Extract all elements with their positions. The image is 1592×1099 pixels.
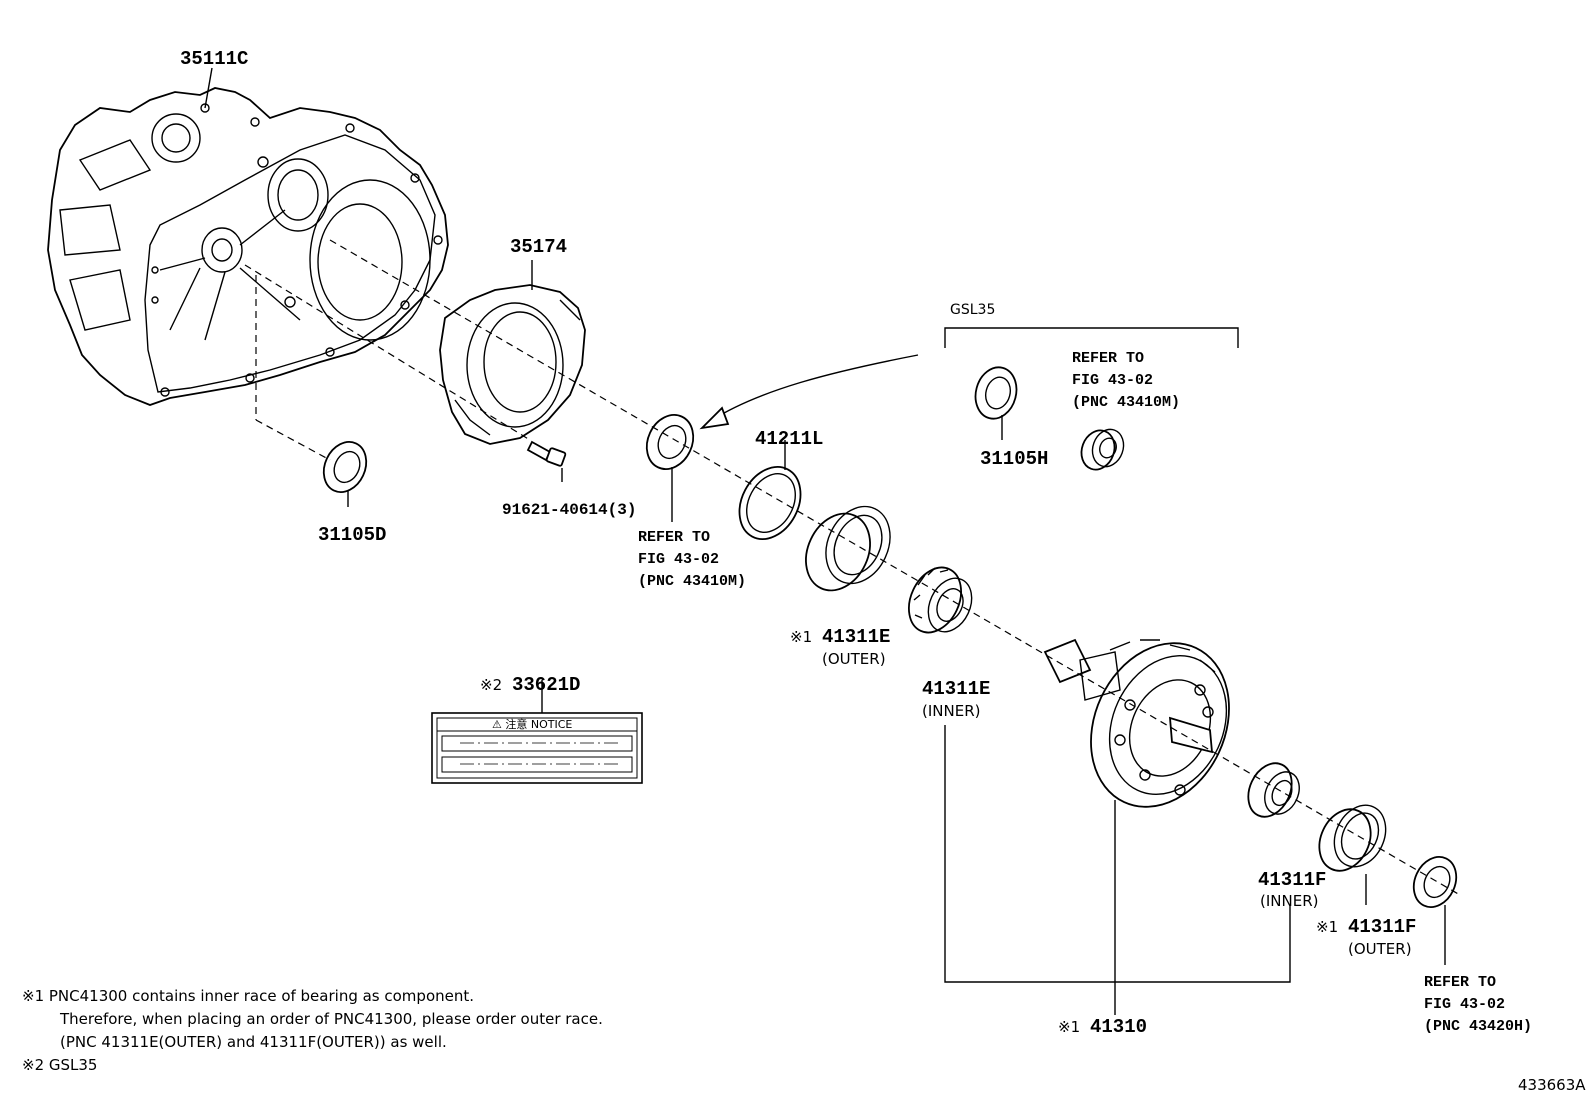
label-35111c[interactable]: 35111C — [180, 48, 248, 70]
transaxle-case-illustration — [47, 87, 449, 406]
label-33621d[interactable]: 33621D — [512, 674, 580, 696]
label-41311f-inner[interactable]: 41311F — [1258, 869, 1326, 891]
mark-1-41310: ※1 — [1058, 1018, 1080, 1036]
refer-line-3: (PNC 43410M) — [638, 573, 746, 590]
refer-line-1: REFER TO — [1072, 350, 1144, 367]
label-41211l[interactable]: 41211L — [755, 428, 823, 450]
label-31105h[interactable]: 31105H — [980, 448, 1048, 470]
mark-1-41311e-outer: ※1 — [790, 628, 812, 646]
oil-seal-31105h-illustration — [974, 366, 1018, 420]
bearing-gsl35-illustration — [1080, 428, 1125, 471]
notice-text: ⚠ 注意 NOTICE — [492, 717, 572, 731]
shim-41211l-illustration — [738, 466, 802, 540]
refer-to-center[interactable]: REFER TO FIG 43-02 (PNC 43410M) — [638, 529, 746, 590]
mark-2-33621d: ※2 — [480, 676, 502, 694]
caution-label-illustration — [431, 712, 643, 784]
refer-to-gsl35[interactable]: REFER TO FIG 43-02 (PNC 43410M) — [1072, 350, 1180, 411]
oil-seal-right-illustration — [1412, 856, 1458, 908]
label-31105d[interactable]: 31105D — [318, 524, 386, 546]
bearing-race-41311e-outer-illustration — [805, 505, 891, 592]
refer-line-2: FIG 43-02 — [1072, 372, 1153, 389]
refer-to-right[interactable]: REFER TO FIG 43-02 (PNC 43420H) — [1424, 974, 1532, 1035]
sublabel-inner-41311e: (INNER) — [922, 702, 980, 720]
bolt-illustration — [526, 440, 567, 467]
footnote-1-line-3: (PNC 41311E(OUTER) and 41311F(OUTER)) as… — [60, 1033, 447, 1051]
refer-line-1: REFER TO — [1424, 974, 1496, 991]
sublabel-outer-41311e: (OUTER) — [822, 650, 886, 668]
sublabel-inner-41311f: (INNER) — [1260, 892, 1318, 910]
figure-id: 433663A — [1518, 1076, 1586, 1094]
refer-line-3: (PNC 43420H) — [1424, 1018, 1532, 1035]
footnote-1-line-2: Therefore, when placing an order of PNC4… — [59, 1010, 603, 1028]
label-41311f-outer[interactable]: 41311F — [1348, 916, 1416, 938]
group-label-gsl35: GSL35 — [950, 302, 995, 318]
sublabel-outer-41311f: (OUTER) — [1348, 940, 1412, 958]
label-41311e-inner[interactable]: 41311E — [922, 678, 990, 700]
refer-line-1: REFER TO — [638, 529, 710, 546]
label-41310[interactable]: 41310 — [1090, 1016, 1147, 1038]
oil-seal-31105d-illustration — [322, 441, 368, 493]
mark-1-41311f-outer: ※1 — [1316, 918, 1338, 936]
assembly-axis-lines — [244, 239, 1461, 896]
footnote-1-line-1: ※1 PNC41300 contains inner race of beari… — [22, 987, 474, 1005]
bearing-41311f-inner-illustration — [1247, 762, 1300, 818]
label-35174[interactable]: 35174 — [510, 236, 567, 258]
refer-line-2: FIG 43-02 — [1424, 996, 1505, 1013]
bearing-race-41311f-outer-illustration — [1318, 804, 1387, 872]
refer-line-2: FIG 43-02 — [638, 551, 719, 568]
footnote-2: ※2 GSL35 — [22, 1056, 97, 1074]
differential-41310-illustration — [1043, 638, 1230, 808]
cover-35174-illustration — [439, 284, 586, 445]
bearing-41311e-inner-illustration — [908, 566, 973, 634]
leader-lines — [204, 67, 1446, 1015]
oil-seal-center-illustration — [645, 414, 695, 470]
label-91621-40614[interactable]: 91621-40614(3) — [502, 501, 636, 519]
label-41311e-outer[interactable]: 41311E — [822, 626, 890, 648]
refer-line-3: (PNC 43410M) — [1072, 394, 1180, 411]
